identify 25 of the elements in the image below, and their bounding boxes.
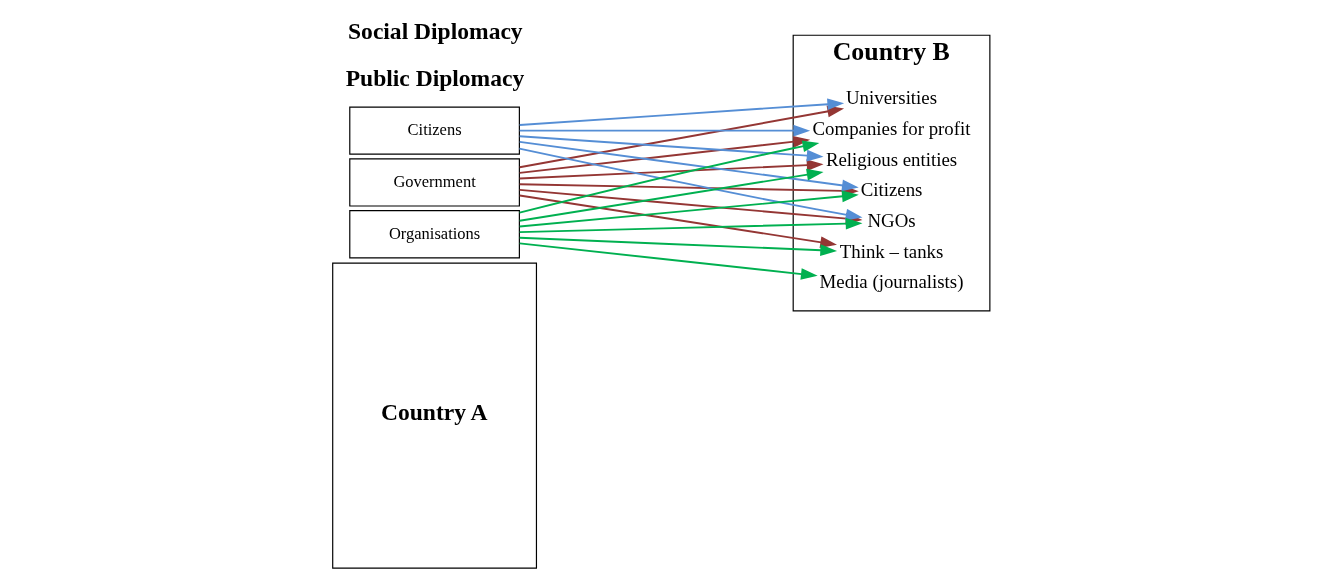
arrow [518,159,824,180]
label: Social Diplomacy [348,17,523,44]
node-box: Citizens [349,106,520,155]
node-text: Religious entities [825,148,958,170]
arrow [518,242,818,280]
arrow [518,135,824,162]
label: Public Diplomacy [345,64,525,91]
arrow [518,147,863,221]
node-box: Country A [332,262,538,569]
arrow [518,135,811,174]
arrow [518,236,838,257]
node-box: Organisations [349,210,520,259]
arrow [518,140,820,214]
node-text: Citizens [860,179,923,201]
arrow [518,124,811,137]
arrow [518,141,859,192]
node-text: Think – tanks [839,240,944,262]
node-text: Universities [846,87,938,109]
node-text: Companies for profit [812,118,971,140]
arrow [518,194,837,249]
arrow [518,217,863,234]
node-text: Media (journalists) [819,271,964,293]
node-box: Government [349,158,520,207]
node-text: NGOs [867,209,916,231]
arrow [518,168,824,222]
